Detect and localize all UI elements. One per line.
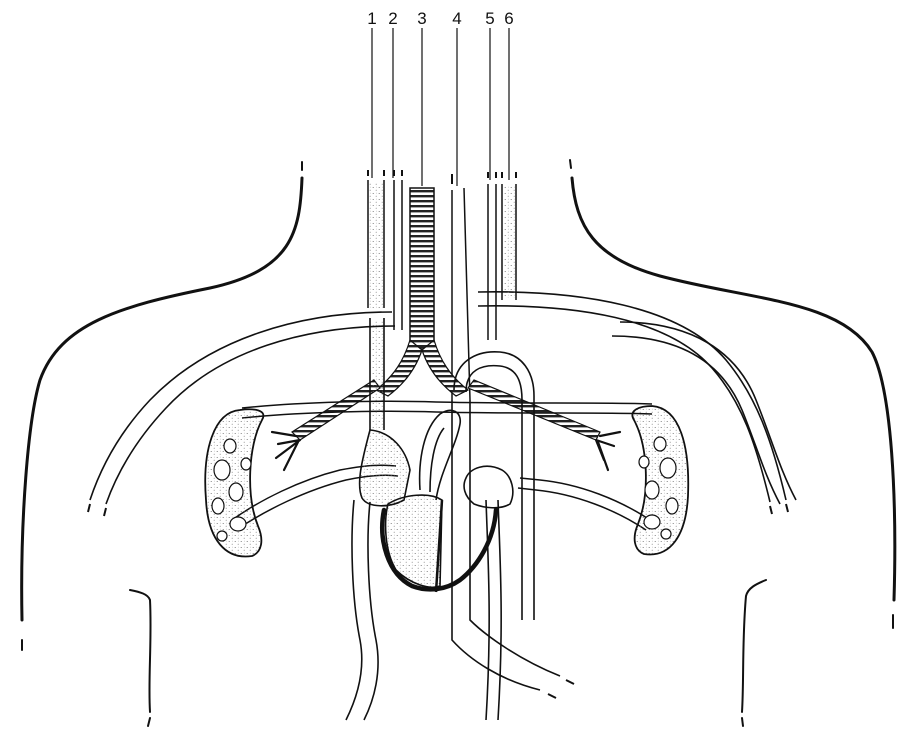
- label-lines: [372, 28, 509, 186]
- pulmonary-artery-lower-wall: [242, 411, 652, 418]
- left-neck-shoulder-outline: [22, 178, 302, 620]
- outline-dashes: [22, 160, 893, 726]
- left-lung: [205, 409, 263, 556]
- right-atrium: [360, 430, 410, 506]
- jugular-vein-stipple: [369, 182, 383, 308]
- left-atrium: [464, 466, 513, 507]
- pulmonary-artery-upper-wall: [242, 401, 652, 408]
- right-bronchus: [468, 380, 620, 470]
- pulmonary-trunk: [420, 410, 461, 500]
- label-1: 1: [367, 9, 376, 28]
- neck-vessel-dashes: [368, 170, 516, 184]
- label-4: 4: [452, 9, 461, 28]
- label-3: 3: [417, 9, 426, 28]
- right-neck-shoulder-outline: [572, 178, 895, 600]
- label-2: 2: [388, 9, 397, 28]
- esophagus-right-wall: [464, 188, 470, 400]
- esophagus-lower-right: [470, 400, 560, 676]
- right-lower-pulmonary-vessel-2: [518, 488, 646, 530]
- right-lower-pulmonary-vessel: [520, 478, 650, 520]
- descending-vessels: [452, 400, 560, 720]
- aorta-lower-left: [486, 500, 489, 720]
- label-6: 6: [504, 9, 513, 28]
- body-outline: [22, 178, 895, 712]
- trachea: [376, 188, 468, 396]
- right-armpit-outline: [742, 580, 766, 712]
- left-armpit-outline: [130, 590, 151, 712]
- label-5: 5: [485, 9, 494, 28]
- heart: [360, 430, 513, 592]
- esophagus-lower-left: [452, 400, 540, 690]
- vena-cava: [346, 318, 384, 720]
- right-lung: [632, 406, 688, 554]
- aorta-lower-right: [498, 500, 501, 720]
- right-jugular-stipple: [503, 186, 515, 298]
